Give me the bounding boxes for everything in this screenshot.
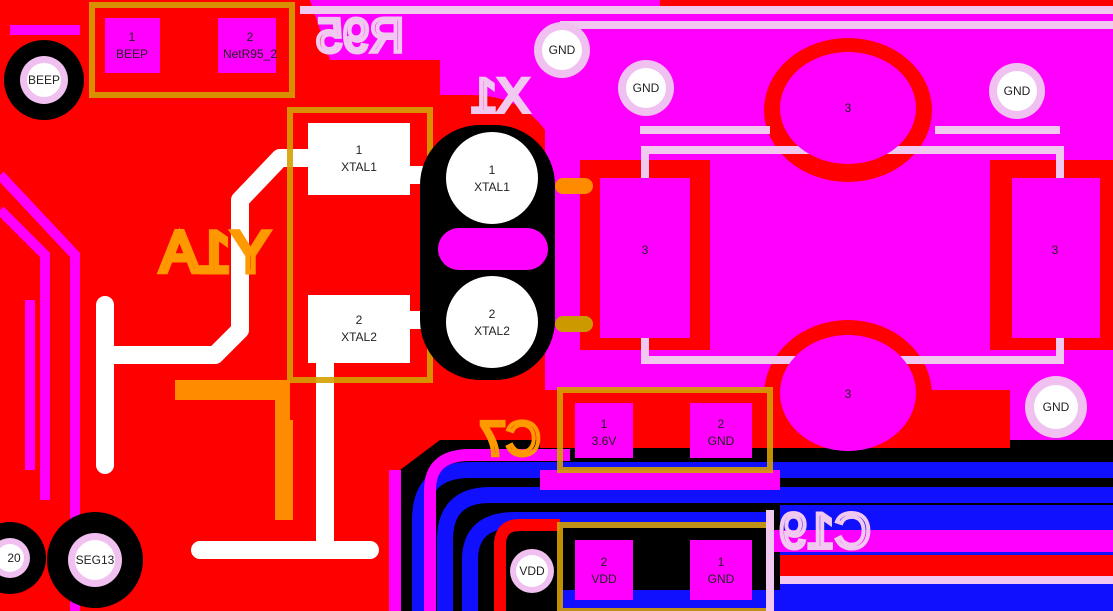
pad-c19-2[interactable]: 2 VDD <box>575 540 633 600</box>
via-gnd[interactable]: GND <box>989 63 1045 119</box>
pad-number: 2 <box>718 417 725 431</box>
pad-net: GND <box>708 572 735 586</box>
vias: BEEP GND GND GND GND SEG13 <box>0 22 1087 608</box>
pad-number: 2 <box>247 30 254 44</box>
via-net: BEEP <box>28 73 60 87</box>
red-bottom-zone <box>780 555 1113 580</box>
magenta-tracks <box>0 171 80 611</box>
r95-pads: 1 BEEP 2 NetR95_2 <box>105 18 277 73</box>
pad-number: 1 <box>356 143 363 157</box>
pad-y1a-2[interactable]: 2 XTAL2 <box>308 295 410 363</box>
via-net: GND <box>549 43 576 57</box>
via-gnd[interactable]: GND <box>1025 376 1087 438</box>
pad-x1-3-left[interactable]: 3 <box>600 178 690 338</box>
pad-r95-1[interactable]: 1 BEEP <box>105 18 160 73</box>
pad-number: 1 <box>489 163 496 177</box>
pad-r95-2[interactable]: 2 NetR95_2 <box>218 18 277 73</box>
orange-silk-shapes <box>175 178 593 520</box>
c7-pads: 1 3.6V 2 GND <box>575 403 752 458</box>
pad-c7-2[interactable]: 2 GND <box>690 403 752 458</box>
via-gnd[interactable]: GND <box>618 60 674 116</box>
silkscreen-outlines <box>300 6 1113 611</box>
pad-net: GND <box>708 434 735 448</box>
pad-number: 1 <box>129 30 136 44</box>
designator-c7: C7 <box>479 413 540 466</box>
designator-layer: R95 X1 Y1A C7 C19 <box>157 8 872 561</box>
via-net: GND <box>1043 400 1070 414</box>
via-seg13[interactable]: SEG13 <box>47 512 143 608</box>
via-net: GND <box>1004 84 1031 98</box>
pad-net: VDD <box>591 572 617 586</box>
via-20[interactable]: 20 <box>0 522 46 594</box>
pad-c7-1[interactable]: 1 3.6V <box>575 403 633 458</box>
via-net: SEG13 <box>76 553 115 567</box>
via-gnd[interactable]: GND <box>534 22 590 78</box>
pad-number: 3 <box>642 243 649 257</box>
pad-net: BEEP <box>116 47 148 61</box>
pad-x1-3-right[interactable]: 3 <box>1012 178 1100 338</box>
via-net: 20 <box>7 551 21 565</box>
pad-number: 1 <box>718 555 725 569</box>
bottom-copper-zone <box>560 590 1113 611</box>
pad-number: 2 <box>356 313 363 327</box>
top-copper-pour <box>0 0 563 611</box>
pad-x1-3-bottom[interactable]: 3 <box>780 335 916 451</box>
via-net: VDD <box>519 564 545 578</box>
pad-net: XTAL1 <box>474 180 510 194</box>
pad-net: XTAL2 <box>474 324 510 338</box>
pad-c19-1[interactable]: 1 GND <box>690 540 752 600</box>
pad-x1-2[interactable]: 2 XTAL2 <box>446 276 538 368</box>
pad-number: 3 <box>845 387 852 401</box>
designator-r95: R95 <box>316 10 404 63</box>
pad-number: 3 <box>1052 243 1059 257</box>
x1-tht-pads: 1 XTAL1 2 XTAL2 <box>420 125 555 380</box>
designator-x1: X1 <box>471 70 530 123</box>
via-net: GND <box>633 81 660 95</box>
c19-pads: 2 VDD 1 GND <box>575 540 752 600</box>
magenta-bottom-zone <box>770 530 1113 552</box>
via-vdd[interactable]: VDD <box>510 549 554 593</box>
designator-c19: C19 <box>779 503 871 559</box>
x1-shield-pads: 3 3 3 3 <box>600 52 1100 451</box>
magenta-bottom-tracks <box>389 449 570 611</box>
pad-y1a-1[interactable]: 1 XTAL1 <box>308 123 410 195</box>
pad-number: 2 <box>489 307 496 321</box>
pad-number: 1 <box>601 417 608 431</box>
magenta-bottom-zone <box>540 470 780 490</box>
designator-y1a: Y1A <box>160 220 270 285</box>
pad-x1-1[interactable]: 1 XTAL1 <box>446 132 538 224</box>
pad-net: XTAL1 <box>341 160 377 174</box>
pad-net: 3.6V <box>592 434 617 448</box>
pad-net: XTAL2 <box>341 330 377 344</box>
pad-x1-3-top[interactable]: 3 <box>780 52 916 164</box>
pad-number: 2 <box>601 555 608 569</box>
pad-net: NetR95_2 <box>223 47 277 61</box>
pad-number: 3 <box>845 101 852 115</box>
via-beep[interactable]: BEEP <box>4 40 84 120</box>
y1a-pads: 1 XTAL1 2 XTAL2 <box>308 123 410 363</box>
